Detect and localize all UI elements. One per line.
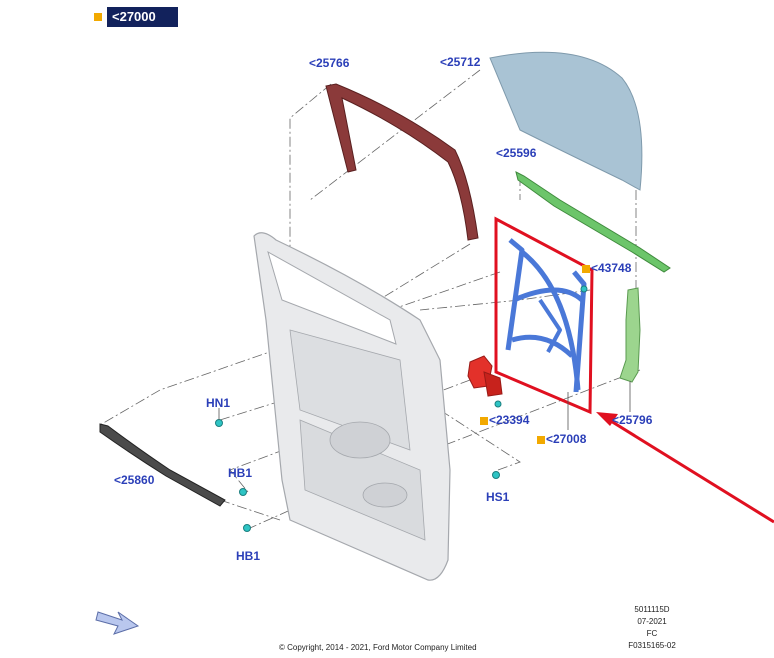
part-label-25860[interactable]: <25860 xyxy=(114,473,155,487)
part-label-hb1-bottom[interactable]: HB1 xyxy=(236,549,261,563)
highlight-arrow xyxy=(596,412,774,524)
window-motor xyxy=(467,355,503,397)
part-label-27008[interactable]: <27008 xyxy=(537,432,586,446)
rear-run-channel xyxy=(619,287,641,383)
belt-weatherstrip xyxy=(515,171,671,273)
illustration-code-1: 5011115D xyxy=(634,605,670,614)
lower-seal-strip xyxy=(99,423,226,507)
clip-hb1-top xyxy=(239,488,247,496)
clip-43748 xyxy=(580,285,588,293)
group-title[interactable]: <27000 xyxy=(107,7,178,27)
clip-hn1 xyxy=(215,419,223,427)
illustration-codes: 5011115D 07-2021 FC F0315165-02 xyxy=(612,604,692,652)
part-label-23394[interactable]: <23394 xyxy=(480,413,529,427)
highlight-box xyxy=(494,216,594,415)
part-label-hb1-top[interactable]: HB1 xyxy=(228,466,253,480)
window-regulator xyxy=(505,238,587,393)
part-label-25796[interactable]: <25796 xyxy=(612,413,653,427)
copyright-notice: © Copyright, 2014 - 2021, Ford Motor Com… xyxy=(279,643,477,652)
door-glass xyxy=(489,51,643,191)
part-label-hs1[interactable]: HS1 xyxy=(486,490,510,504)
part-label-hn1[interactable]: HN1 xyxy=(206,396,231,410)
part-marker-icon xyxy=(582,264,590,273)
clip-hs1 xyxy=(492,471,500,479)
door-shell xyxy=(253,232,451,581)
illustration-code-2: 07-2021 xyxy=(637,617,667,626)
clip-hb1-bottom xyxy=(243,524,251,532)
part-label-25596[interactable]: <25596 xyxy=(496,146,537,160)
upper-door-weatherstrip xyxy=(325,83,479,241)
group-marker-icon xyxy=(94,13,102,21)
part-label-25712[interactable]: <25712 xyxy=(440,55,481,69)
group-header: <27000 xyxy=(94,7,178,27)
part-label-43748[interactable]: <43748 xyxy=(582,261,631,275)
part-label-25766[interactable]: <25766 xyxy=(309,56,350,70)
illustration-code-4: F0315165-02 xyxy=(628,641,676,650)
illustration-code-3: FC xyxy=(646,629,658,638)
next-page-arrow-icon[interactable] xyxy=(95,611,140,635)
part-marker-icon xyxy=(537,435,545,444)
part-marker-icon xyxy=(480,416,488,425)
clip-23394 xyxy=(494,400,502,408)
